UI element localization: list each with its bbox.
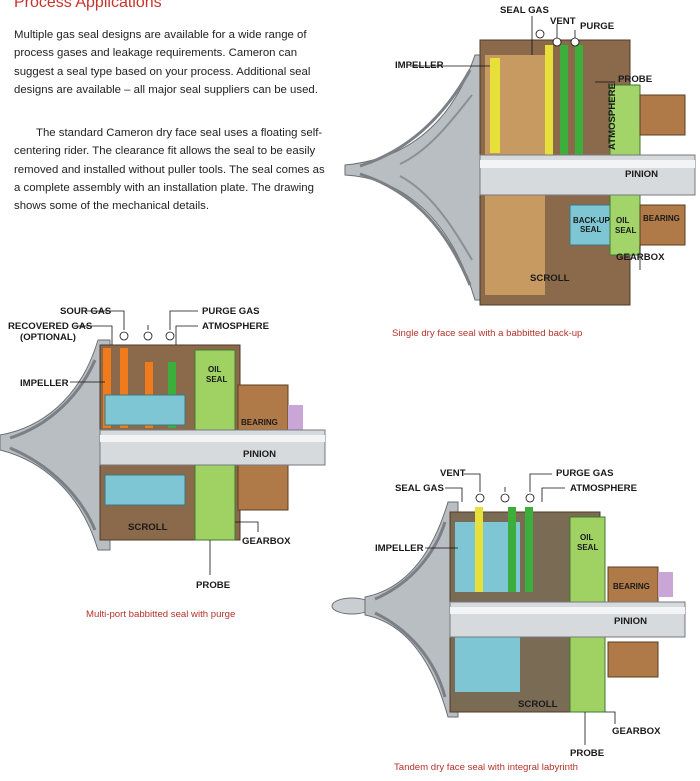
label-back-up-seal: SEAL (580, 225, 601, 234)
label-back-up: BACK-UP (573, 216, 611, 225)
caption-multiport: Multi-port babbitted seal with purge (86, 609, 236, 620)
label-oil: OIL (208, 365, 221, 374)
label-bearing: BEARING (241, 418, 278, 427)
label-oil: OIL (580, 533, 593, 542)
label-optional: (OPTIONAL) (20, 332, 76, 343)
label-impeller: IMPELLER (20, 378, 69, 389)
label-seal-gas: SEAL GAS (500, 5, 549, 16)
page-heading: Process Applications (14, 0, 162, 11)
label-sour-gas: SOUR GAS (60, 306, 112, 317)
label-scroll: SCROLL (128, 522, 168, 533)
label-oil-seal: SEAL (206, 375, 227, 384)
label-pinion: PINION (625, 169, 658, 180)
impeller-drawing (344, 54, 491, 301)
label-bearing: BEARING (613, 582, 650, 591)
label-gearbox: GEARBOX (612, 726, 661, 737)
label-gearbox: GEARBOX (616, 252, 665, 263)
label-oil-seal: SEAL (615, 226, 636, 235)
label-atmosphere: ATMOSPHERE (202, 321, 270, 332)
caption-tandem: Tandem dry face seal with integral labyr… (394, 762, 578, 773)
label-seal-gas: SEAL GAS (395, 483, 444, 494)
label-vent: VENT (550, 16, 576, 27)
impeller-drawing (0, 339, 111, 551)
intro-paragraph: Multiple gas seal designs are available … (14, 29, 318, 96)
label-impeller: IMPELLER (395, 60, 444, 71)
label-scroll: SCROLL (530, 273, 570, 284)
single-seal-figure: SEAL GAS VENT PURGE IMPELLER PROBE ATMOS… (344, 5, 696, 306)
label-atmosphere: ATMOSPHERE (607, 82, 618, 150)
label-probe: PROBE (618, 74, 653, 85)
tandem-seal-figure: VENT PURGE GAS SEAL GAS ATMOSPHERE IMPEL… (331, 468, 686, 759)
label-oil-seal: SEAL (577, 543, 598, 552)
multiport-seal-figure: SOUR GAS PURGE GAS RECOVERED GAS (OPTION… (0, 306, 326, 591)
detail-paragraph: The standard Cameron dry face seal uses … (14, 127, 325, 213)
label-purge: PURGE (580, 21, 615, 32)
label-vent: VENT (440, 468, 466, 479)
label-atmosphere: ATMOSPHERE (570, 483, 638, 494)
impeller-drawing (331, 501, 459, 718)
label-impeller: IMPELLER (375, 543, 424, 554)
label-purge-gas: PURGE GAS (556, 468, 614, 479)
label-pinion: PINION (614, 616, 647, 627)
label-bearing: BEARING (643, 214, 680, 223)
label-probe: PROBE (196, 580, 231, 591)
label-pinion: PINION (243, 449, 276, 460)
label-scroll: SCROLL (518, 699, 558, 710)
label-recovered-gas: RECOVERED GAS (8, 321, 93, 332)
label-purge-gas: PURGE GAS (202, 306, 260, 317)
label-probe: PROBE (570, 748, 605, 759)
label-oil: OIL (616, 216, 629, 225)
label-gearbox: GEARBOX (242, 536, 291, 547)
caption-single: Single dry face seal with a babbitted ba… (392, 328, 583, 339)
